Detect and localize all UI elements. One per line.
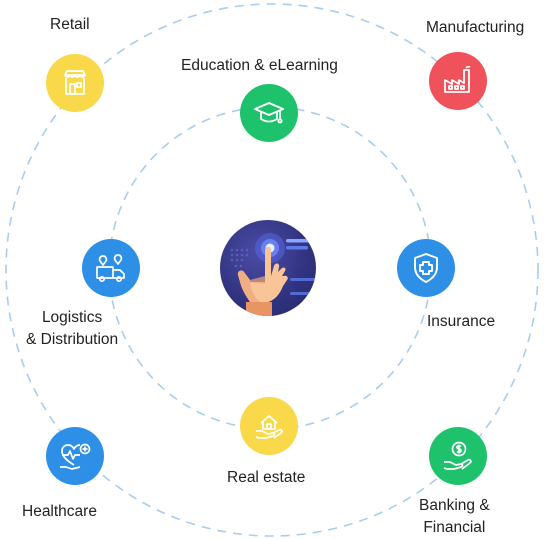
shield-plus-icon xyxy=(414,253,438,283)
logistics-node xyxy=(82,239,140,297)
retail-node xyxy=(46,54,104,112)
education-label: Education & eLearning xyxy=(181,57,338,74)
logistics-label: Logistics & Distribution xyxy=(26,309,119,348)
money-hand-icon xyxy=(443,441,472,470)
banking-label: Banking & Financial xyxy=(419,497,490,536)
insurance-label: Insurance xyxy=(427,313,496,330)
manufacturing-node xyxy=(429,52,487,110)
banking-node xyxy=(429,427,487,485)
delivery-truck-icon xyxy=(96,254,125,283)
graduation-cap-icon xyxy=(254,102,284,124)
education-node xyxy=(240,84,298,142)
house-hand-icon xyxy=(255,415,283,439)
storefront-icon xyxy=(64,70,86,95)
center-touch-icon xyxy=(220,220,316,316)
retail-label: Retail xyxy=(50,16,90,33)
real-estate-node xyxy=(240,397,298,455)
factory-icon xyxy=(444,66,471,93)
real-estate-label: Real estate xyxy=(227,469,306,486)
insurance-node xyxy=(397,239,455,297)
healthcare-node xyxy=(46,427,104,485)
heart-pulse-icon xyxy=(60,443,91,470)
outer-orbit-ring xyxy=(5,3,539,537)
manufacturing-label: Manufacturing xyxy=(426,19,525,36)
healthcare-label: Healthcare xyxy=(22,503,97,520)
